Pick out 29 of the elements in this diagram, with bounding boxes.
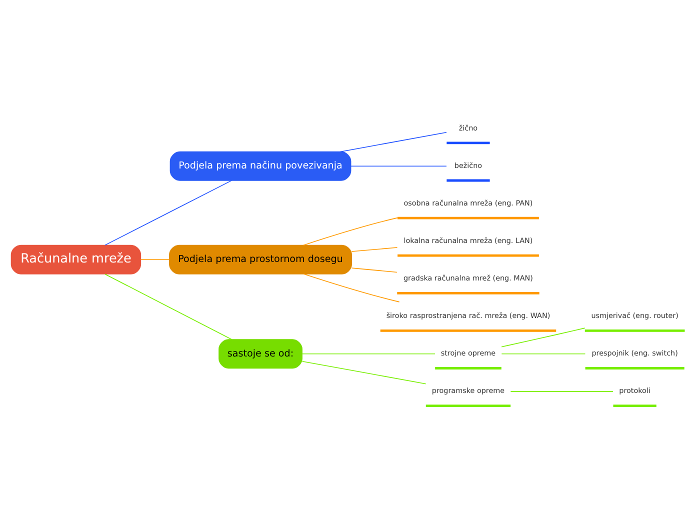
connector: [501, 353, 586, 354]
node-text: prespojnik (eng. switch): [592, 348, 678, 358]
connector: [340, 132, 447, 152]
connector: [350, 166, 447, 167]
connector: [104, 180, 232, 246]
connector: [303, 217, 398, 246]
node-text: žično: [458, 123, 478, 132]
node-box: Računalne mreže: [10, 244, 142, 274]
node-text: široko rasprostranjena rač. mreža (eng. WAN): [386, 311, 550, 320]
connector: [303, 274, 400, 302]
node-text: usmjerivač (eng. router): [591, 311, 678, 320]
node-box: sastoje se od:: [218, 339, 302, 369]
node-text: bežično: [454, 160, 482, 170]
connector: [510, 391, 614, 392]
connector: [302, 353, 436, 354]
connector: [302, 360, 426, 384]
connector: [140, 259, 170, 260]
connector: [104, 274, 232, 340]
node-text: protokoli: [619, 386, 650, 396]
node-text: gradska računalna mrež (eng. MAN): [403, 274, 533, 283]
node-box: Podjela prema prostornom dosegu: [169, 244, 352, 274]
connector: [351, 268, 398, 273]
node-text: lokalna računalna mreža (eng. LAN): [404, 236, 533, 245]
connector: [501, 328, 586, 348]
node-text: programske opreme: [432, 386, 505, 396]
node-text: strojne opreme: [440, 348, 496, 358]
node-box: Podjela prema načinu povezivanja: [170, 151, 352, 181]
node-text: osobna računalna mreža (eng. PAN): [404, 198, 533, 208]
connector: [351, 247, 398, 252]
